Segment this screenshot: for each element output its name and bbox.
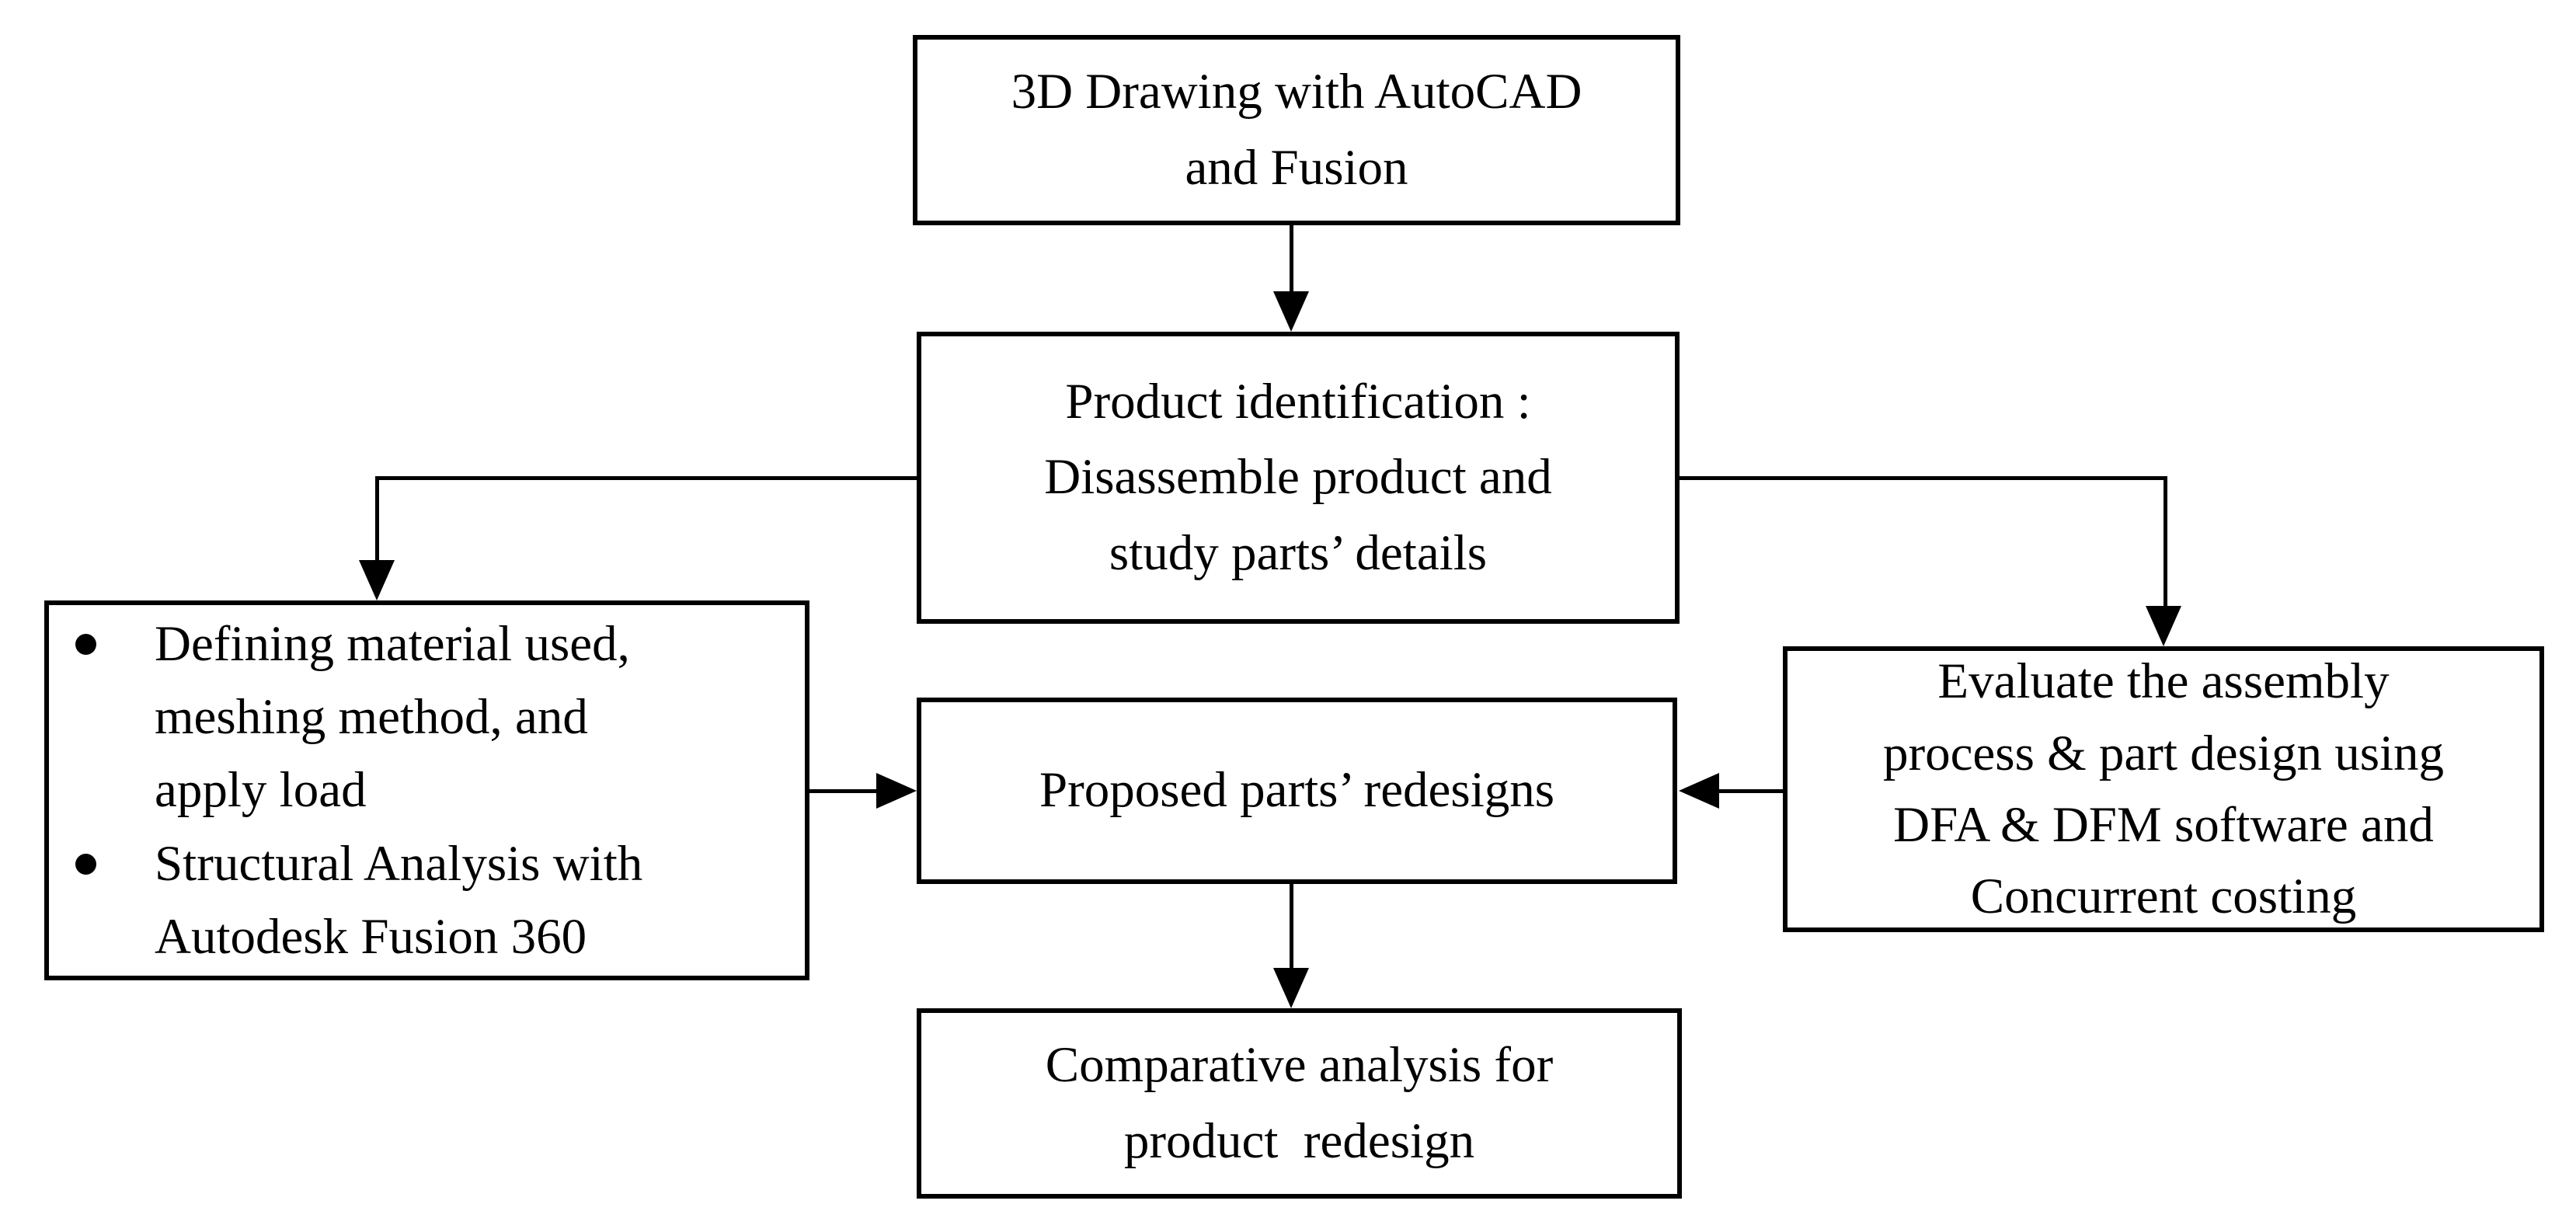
bullet-item-text: Defining material used, meshing method, … [155, 615, 630, 819]
connector-evaluate-to-proposed-line [1718, 789, 1783, 793]
bullet-icon [75, 853, 96, 875]
node-comparative-analysis-text: Comparative analysis for product redesig… [1045, 1037, 1554, 1169]
node-proposed-redesigns-text: Proposed parts’ redesigns [1039, 762, 1555, 819]
arrowhead-down-icon [1273, 291, 1309, 332]
analysis-bullet-list: Defining material used, meshing method, … [49, 607, 805, 973]
node-3d-drawing-text: 3D Drawing with AutoCAD and Fusion [1011, 64, 1582, 196]
node-comparative-analysis: Comparative analysis for product redesig… [917, 1008, 1682, 1199]
node-product-identification: Product identification : Disassemble pro… [917, 332, 1680, 624]
connector-analysis-to-proposed-line [809, 789, 879, 793]
connector-identify-to-evaluate-vline [2163, 476, 2167, 609]
connector-proposed-to-comparative-line [1290, 884, 1293, 971]
node-evaluate-assembly-text: Evaluate the assembly process & part des… [1882, 653, 2445, 925]
node-proposed-redesigns: Proposed parts’ redesigns [917, 698, 1677, 884]
arrowhead-down-icon [1273, 968, 1309, 1008]
bullet-item-structural-analysis: Structural Analysis with Autodesk Fusion… [75, 827, 789, 974]
arrowhead-right-icon [876, 773, 917, 809]
node-product-identification-text: Product identification : Disassemble pro… [1044, 373, 1552, 581]
bullet-icon [75, 633, 96, 655]
bullet-item-text: Structural Analysis with Autodesk Fusion… [155, 835, 643, 965]
connector-top-to-identify-line [1290, 225, 1293, 295]
node-structural-analysis: Defining material used, meshing method, … [44, 600, 809, 980]
arrowhead-down-icon [2146, 606, 2181, 646]
bullet-item-defining-material: Defining material used, meshing method, … [75, 607, 789, 827]
connector-identify-to-analysis-vline [375, 476, 379, 563]
node-evaluate-assembly: Evaluate the assembly process & part des… [1783, 646, 2544, 932]
connector-identify-to-evaluate-hline [1676, 476, 2166, 480]
connector-identify-to-analysis-hline [377, 476, 918, 480]
node-3d-drawing: 3D Drawing with AutoCAD and Fusion [913, 35, 1680, 225]
arrowhead-down-icon [359, 560, 395, 600]
arrowhead-left-icon [1679, 773, 1719, 809]
